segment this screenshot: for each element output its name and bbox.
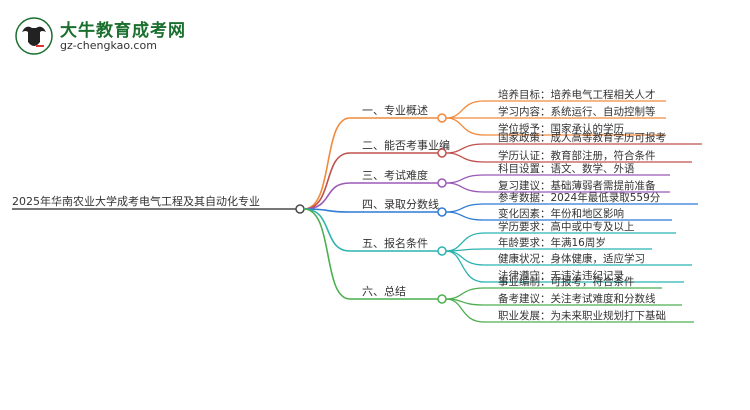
brand-url: gz-chengkao.com [60, 39, 157, 52]
leaf-connector-1-3 [445, 117, 485, 136]
branch-connector-2 [303, 152, 351, 210]
root-node-dot [295, 204, 305, 214]
branch-connector-3 [303, 182, 351, 210]
leaf-label-1-1: 培养目标：培养电气工程相关人才 [498, 88, 656, 101]
branch-node-dot-4 [437, 207, 447, 217]
branch-connector-6 [303, 208, 351, 300]
ox-logo-icon [15, 17, 53, 55]
branch-label-5: 五、报名条件 [362, 236, 428, 250]
branch-node-dot-3 [437, 178, 447, 188]
branch-label-1: 一、专业概述 [362, 103, 428, 117]
leaf-label-2-1: 国家政策：成人高等教育学历可报考 [498, 131, 666, 144]
leaf-label-5-3: 健康状况：身体健康，适应学习 [498, 252, 645, 265]
branch-node-dot-6 [437, 294, 447, 304]
leaf-connector-2-2 [445, 152, 485, 163]
root-node-label: 2025年华南农业大学成考电气工程及其自动化专业 [12, 194, 260, 208]
leaf-connector-2-1 [445, 143, 485, 154]
leaf-label-1-2: 学习内容：系统运行、自动控制等 [498, 105, 656, 118]
leaf-connector-6-1 [445, 287, 485, 300]
leaf-label-6-3: 职业发展：为未来职业规划打下基础 [498, 309, 666, 322]
leaf-connector-3-2 [445, 182, 485, 193]
branch-node-dot-1 [437, 113, 447, 123]
branch-node-dot-5 [437, 246, 447, 256]
leaf-connector-5-4 [445, 250, 485, 283]
leaf-connector-5-1 [445, 232, 485, 252]
brand-title: 大牛教育成考网 [60, 21, 186, 41]
branch-connector-4 [303, 208, 351, 213]
leaf-connector-1-1 [445, 100, 485, 119]
brand-logo: 大牛教育成考网 gz-chengkao.com [14, 14, 186, 58]
branch-connector-5 [303, 208, 351, 252]
leaf-label-2-2: 学历认证：教育部注册，符合条件 [498, 149, 656, 162]
leaf-connector-6-3 [445, 298, 485, 323]
leaf-label-4-1: 参考数据：2024年最低录取559分 [498, 191, 661, 204]
leaf-label-6-2: 备考建议：关注考试难度和分数线 [498, 292, 656, 305]
branch-label-3: 三、考试难度 [362, 168, 428, 182]
leaf-label-5-4: 法律遵守：无违法违纪记录 [498, 269, 624, 282]
branch-label-6: 六、总结 [362, 284, 406, 298]
leaf-connector-4-2 [445, 211, 485, 221]
branch-node-dot-2 [437, 148, 447, 158]
branch-connector-1 [303, 117, 351, 210]
leaf-label-6-1: 事业编制：可报考，符合条件 [498, 275, 635, 288]
leaf-label-5-1: 学历要求：高中或中专及以上 [498, 220, 635, 233]
leaf-label-3-1: 科目设置：语文、数学、外语 [498, 162, 635, 175]
leaf-connector-5-3 [445, 250, 485, 266]
leaf-label-5-2: 年龄要求：年满16周岁 [498, 236, 606, 249]
leaf-label-3-2: 复习建议：基础薄弱者需提前准备 [498, 179, 656, 192]
leaf-connector-3-1 [445, 174, 485, 184]
branch-label-2: 二、能否考事业编 [362, 138, 450, 152]
branch-label-4: 四、录取分数线 [362, 197, 439, 211]
leaf-label-4-2: 变化因素：年份和地区影响 [498, 207, 624, 220]
leaf-label-1-3: 学位授予：国家承认的学历 [498, 122, 624, 135]
leaf-connector-4-1 [445, 203, 485, 213]
